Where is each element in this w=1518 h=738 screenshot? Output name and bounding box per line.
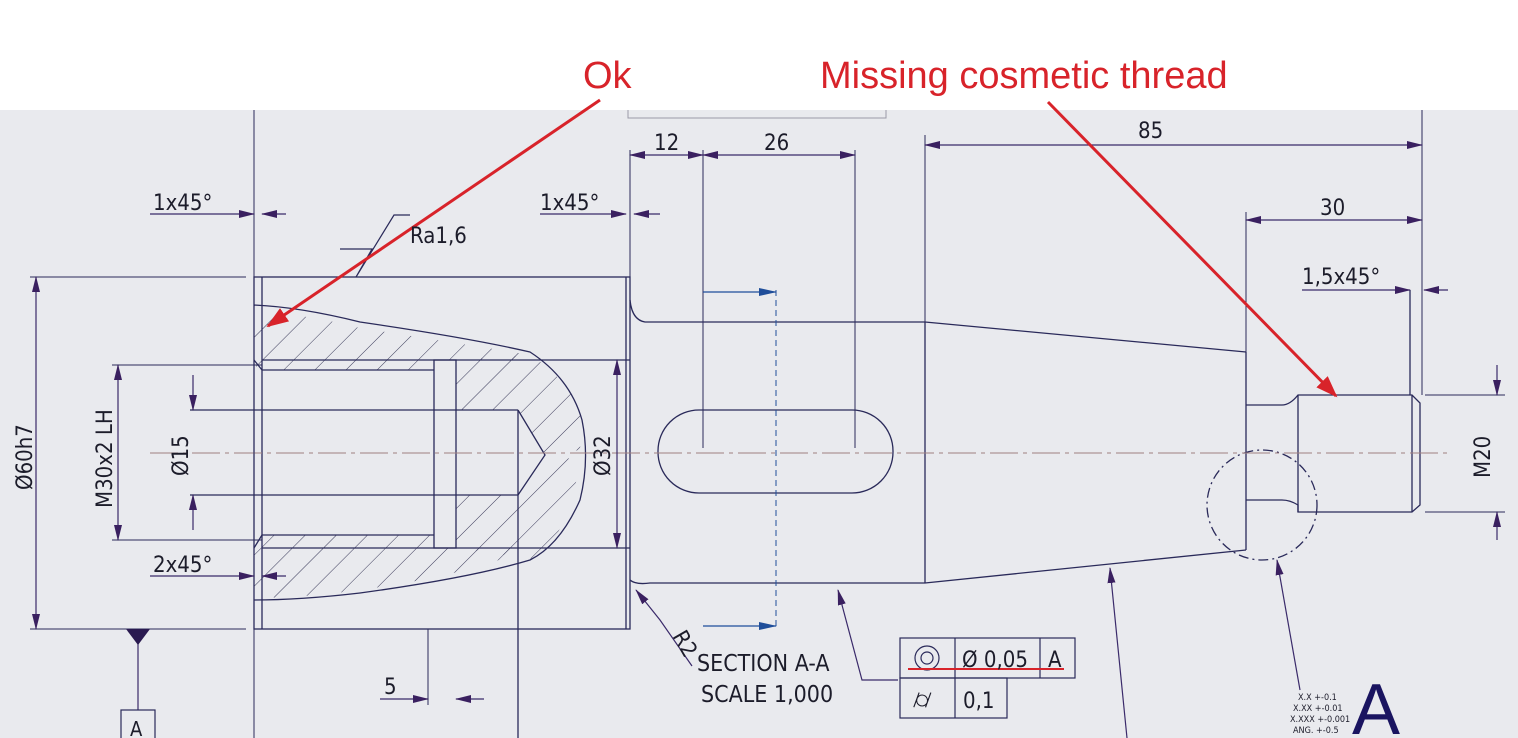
section-view-part: [190, 276, 631, 738]
missing-thread-label: Missing cosmetic thread: [820, 55, 1228, 97]
dim-5: 5: [384, 675, 397, 700]
roughness-symbol: [340, 214, 410, 278]
roughness-label: Ra1,6: [410, 224, 467, 249]
dim-dia-32: Ø32: [591, 435, 616, 476]
section-title: SECTION A-A: [697, 651, 830, 677]
dim-chamfer-left: 1x45°: [153, 191, 212, 216]
gen-tol-line-1: X.X +-0.1: [1298, 693, 1337, 703]
datum-triangle: [126, 629, 150, 645]
sheet-letter: A: [1352, 670, 1400, 738]
dim-chamfer-mid: 1x45°: [540, 191, 599, 216]
dim-dia-15: Ø15: [169, 435, 194, 476]
section-cut-marker: [703, 288, 777, 630]
missing-thread-arrow: [1046, 100, 1338, 398]
dim-thread-m20: M20: [1471, 436, 1496, 478]
dimension-lines: [32, 141, 1501, 738]
general-tolerances: X.X +-0.1 X.XX +-0.01 X.XXX +-0.001 ANG.…: [1290, 693, 1350, 736]
dim-thread-m30: M30x2 LH: [93, 409, 118, 508]
dim-12: 12: [654, 131, 679, 156]
section-scale: SCALE 1,000: [701, 682, 833, 708]
hatch-region-upper: [254, 305, 530, 370]
shaft-view: [629, 290, 1421, 585]
datum-label: A: [130, 717, 143, 738]
tolerance-cylindricity-icon: ⌭: [913, 685, 932, 715]
ok-label: Ok: [583, 55, 633, 97]
tolerance-frame: [899, 637, 1076, 719]
dim-26: 26: [764, 131, 789, 156]
gen-tol-line-2: X.XX +-0.01: [1293, 704, 1343, 714]
detail-circle: [1206, 449, 1318, 561]
tolerance-datum-1: A: [1048, 648, 1062, 673]
gen-tol-line-3: X.XXX +-0.001: [1290, 715, 1350, 725]
top-title-box-fragment: [627, 110, 887, 119]
ok-arrow: [266, 98, 601, 328]
tolerance-value-1: Ø 0,05: [962, 648, 1028, 673]
extension-lines: [30, 110, 1505, 738]
dim-chamfer-right: 1,5x45°: [1302, 265, 1380, 290]
dim-dia-60: Ø60h7: [13, 424, 38, 490]
gen-tol-line-4: ANG. +-0.5: [1293, 726, 1339, 736]
dim-chamfer-inner: 2x45°: [153, 553, 212, 578]
tolerance-value-2: 0,1: [963, 689, 994, 714]
dim-85: 85: [1138, 119, 1163, 144]
dim-30: 30: [1320, 196, 1345, 221]
hatch-region-lower: [254, 535, 530, 598]
